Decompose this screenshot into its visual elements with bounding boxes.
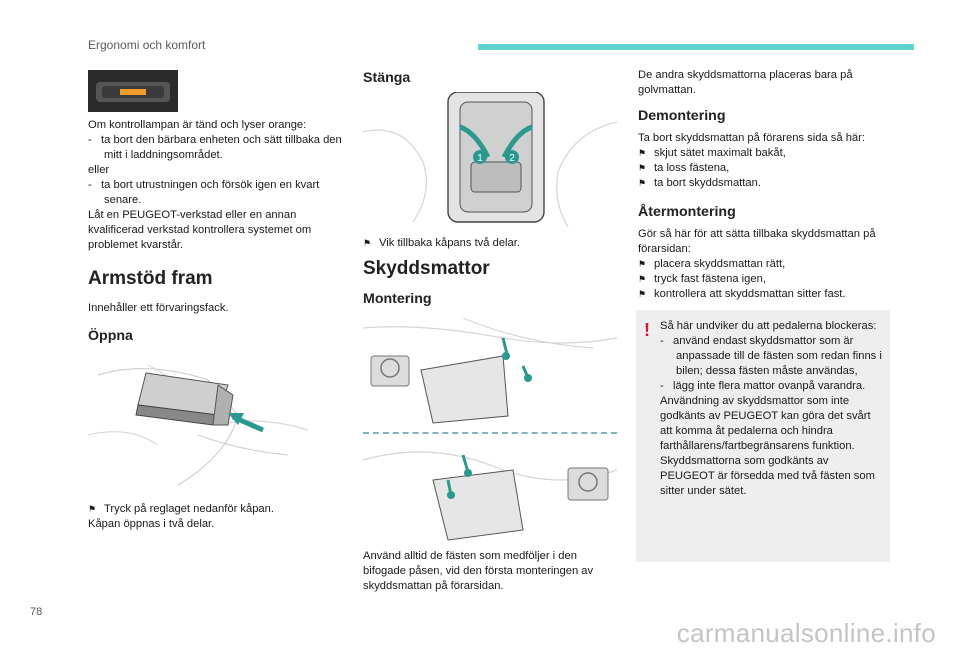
watermark: carmanualsonline.info <box>676 618 936 648</box>
armrest-heading: Armstöd fram <box>88 268 213 289</box>
lamp-text: Om kontrollampan är tänd och lyser orang… <box>88 119 307 131</box>
charging-lamp-image <box>88 70 178 112</box>
remove-step: ⚑ skjut sätet maximalt bakåt, <box>638 146 893 161</box>
flag-bullet-icon: ⚑ <box>638 178 647 188</box>
open-step-text: Tryck på reglaget nedanför kåpan. <box>104 503 274 515</box>
instruction-dash: - ta bort den bärbara enheten och sätt t… <box>88 134 342 161</box>
warning-outro: Användning av skyddsmattor som inte godk… <box>660 395 875 497</box>
remove-step-text: skjut sätet maximalt bakåt, <box>654 147 786 159</box>
close-heading: Stänga <box>363 70 411 86</box>
page-number: 78 <box>30 606 43 618</box>
armrest-desc: Innehåller ett förvaringsfack. <box>88 302 229 314</box>
flag-bullet-icon: ⚑ <box>638 289 647 299</box>
flag-bullet-icon: ⚑ <box>638 274 647 284</box>
warning-box: ! Så här undviker du att pedalerna block… <box>636 310 890 562</box>
mats-heading: Skyddsmattor <box>363 258 490 279</box>
badge-1: 1 <box>477 153 483 164</box>
open-step: ⚑ Tryck på reglaget nedanför kåpan. <box>88 502 348 517</box>
instruction-dash: - ta bort utrustningen och försök igen e… <box>88 179 320 206</box>
chapter-accent-bar <box>478 44 914 50</box>
badge-2: 2 <box>509 153 515 164</box>
remove-step: ⚑ ta loss fästena, <box>638 161 893 176</box>
flag-bullet-icon: ⚑ <box>638 163 647 173</box>
mat-fixing-image-bottom <box>363 451 617 541</box>
close-step: ⚑ Vik tillbaka kåpans två delar. <box>363 236 617 251</box>
warning-text: Så här undviker du att pedalerna blocker… <box>660 319 884 499</box>
column-3: De andra skyddsmattorna placeras bara på… <box>638 68 893 98</box>
column-1: Om kontrollampan är tänd och lyser orang… <box>88 118 348 253</box>
or-text: eller <box>88 164 110 176</box>
remove-step-text: ta loss fästena, <box>654 162 730 174</box>
refit-step-text: kontrollera att skyddsmattan sitter fast… <box>654 288 846 300</box>
chapter-title: Ergonomi och komfort <box>88 38 206 52</box>
mat-fixing-image-top <box>363 318 617 424</box>
refit-step: ⚑ tryck fast fästena igen, <box>638 272 893 287</box>
refit-step-text: placera skyddsmattan rätt, <box>654 258 786 270</box>
figure-divider <box>363 432 617 434</box>
open-instructions: ⚑ Tryck på reglaget nedanför kåpan. Kåpan… <box>88 502 348 532</box>
remove-section: Ta bort skyddsmattan på förarens sida så… <box>638 131 893 191</box>
close-instructions: ⚑ Vik tillbaka kåpans två delar. <box>363 236 617 251</box>
flag-bullet-icon: ⚑ <box>638 148 647 158</box>
mount-heading: Montering <box>363 291 432 307</box>
remove-intro: Ta bort skyddsmattan på förarens sida så… <box>638 132 865 144</box>
flag-bullet-icon: ⚑ <box>363 238 372 248</box>
refit-step: ⚑ kontrollera att skyddsmattan sitter fas… <box>638 287 893 302</box>
refit-step-text: tryck fast fästena igen, <box>654 273 766 285</box>
refit-heading: Återmontering <box>638 204 736 220</box>
mount-text: Använd alltid de fästen som medföljer i … <box>363 550 594 592</box>
warning-dash: - lägg inte flera mattor ovanpå varandra… <box>660 380 866 392</box>
remove-step: ⚑ ta bort skyddsmattan. <box>638 176 893 191</box>
flag-bullet-icon: ⚑ <box>88 504 97 514</box>
open-heading: Öppna <box>88 328 133 344</box>
other-mats-text: De andra skyddsmattorna placeras bara på… <box>638 69 853 96</box>
flag-bullet-icon: ⚑ <box>638 259 647 269</box>
workshop-text: Låt en PEUGEOT-verkstad eller en annan k… <box>88 209 312 251</box>
remove-step-text: ta bort skyddsmattan. <box>654 177 761 189</box>
refit-intro: Gör så här för att sätta tillbaka skydds… <box>638 228 876 255</box>
open-result: Kåpan öppnas i två delar. <box>88 518 215 530</box>
remove-heading: Demontering <box>638 108 726 124</box>
warning-dash: - använd endast skyddsmattor som är anpa… <box>660 335 882 377</box>
exclamation-icon: ! <box>644 320 650 340</box>
refit-step: ⚑ placera skyddsmattan rätt, <box>638 257 893 272</box>
warning-intro: Så här undviker du att pedalerna blocker… <box>660 320 877 332</box>
refit-section: Gör så här för att sätta tillbaka skydds… <box>638 227 893 302</box>
armrest-open-image <box>88 364 309 486</box>
armrest-close-image: 1 2 <box>363 92 617 227</box>
close-step-text: Vik tillbaka kåpans två delar. <box>379 237 520 249</box>
